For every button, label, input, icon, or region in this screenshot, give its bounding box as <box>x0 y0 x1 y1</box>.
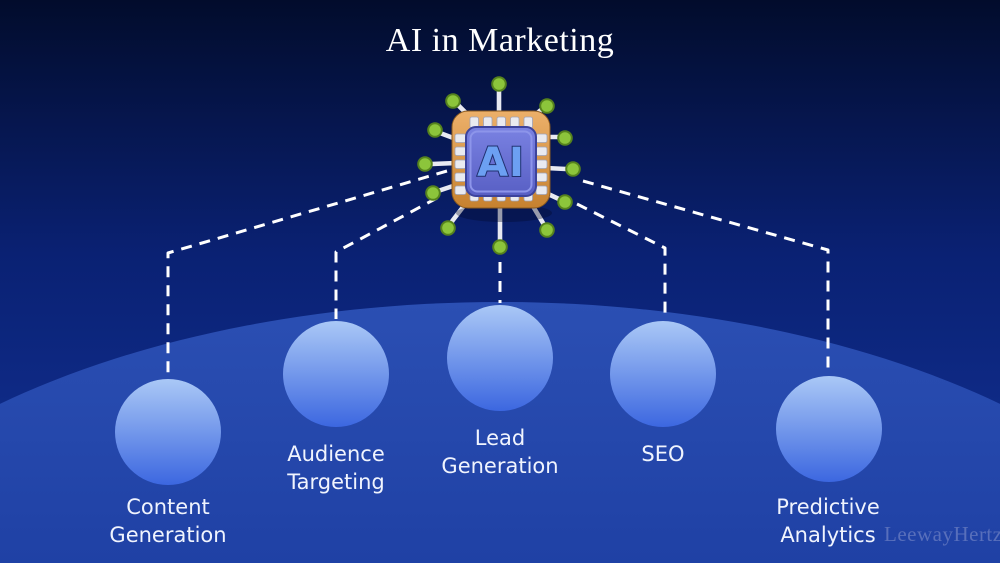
badge-predictive-analytics <box>776 376 882 482</box>
label-seo: SEO <box>543 440 783 468</box>
watermark-logo: LeewayHertz <box>884 522 1000 546</box>
badge-audience-targeting <box>283 321 389 427</box>
chip-node-dots <box>417 76 581 255</box>
page-title: AI in Marketing <box>385 22 615 59</box>
label-content-generation: Content Generation <box>48 493 288 549</box>
label-line: Generation <box>109 523 227 547</box>
browser-content-gear-icon <box>115 379 221 485</box>
document-magnifier-question-icon <box>776 376 882 482</box>
connector-seo <box>576 202 667 319</box>
label-line: Analytics <box>780 523 876 547</box>
gear-bar-chart-icon <box>610 321 716 427</box>
label-line: Audience <box>287 442 385 466</box>
chip-face-bevel <box>469 130 533 193</box>
label-line: Lead <box>474 426 526 450</box>
connector-audience-targeting <box>334 196 438 319</box>
label-audience-targeting: Audience Targeting <box>216 440 456 496</box>
ai-chip-label: AI <box>477 140 525 186</box>
label-line: Targeting <box>287 470 385 494</box>
label-line: Content <box>126 495 210 519</box>
label-line: SEO <box>641 442 685 466</box>
badge-seo <box>610 321 716 427</box>
badge-content-generation <box>115 379 221 485</box>
connector-predictive-analytics <box>582 179 830 374</box>
people-growth-arrow-icon <box>447 305 553 411</box>
connector-content-generation <box>166 169 448 377</box>
label-lead-generation: Lead Generation <box>380 424 620 480</box>
ai-chip-icon: AI <box>417 76 581 255</box>
label-line: Predictive <box>776 495 880 519</box>
user-target-icon <box>283 321 389 427</box>
chip-face <box>465 126 537 197</box>
badge-lead-generation <box>447 305 553 411</box>
label-line: Generation <box>441 454 559 478</box>
label-predictive-analytics: Predictive Analytics <box>708 493 948 549</box>
